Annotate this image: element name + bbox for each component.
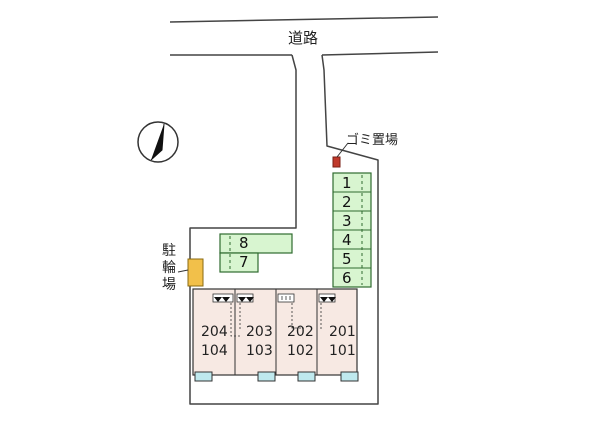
parking-space-5: 5 bbox=[342, 250, 352, 268]
bicycle-label-3: 場 bbox=[162, 277, 176, 293]
parking-left-block bbox=[219, 233, 293, 273]
unit-102: 102 bbox=[287, 343, 314, 359]
bicycle-parking bbox=[187, 258, 204, 287]
parking-space-2: 2 bbox=[342, 193, 352, 211]
unit-204: 204 bbox=[201, 324, 228, 340]
garbage-leader-line bbox=[336, 142, 349, 158]
unit-101: 101 bbox=[329, 343, 356, 359]
parking-space-4: 4 bbox=[342, 231, 352, 249]
unit-103: 103 bbox=[246, 343, 273, 359]
building bbox=[192, 288, 358, 376]
site-boundary bbox=[189, 54, 379, 405]
entrance-fixture-204 bbox=[212, 293, 241, 337]
parking-right-column bbox=[332, 172, 372, 288]
entrance-fixture-201 bbox=[318, 293, 336, 330]
road-label: 道路 bbox=[288, 29, 319, 47]
parking-space-1: 1 bbox=[342, 174, 352, 192]
unit-201: 201 bbox=[329, 324, 356, 340]
bicycle-label-1: 駐 bbox=[162, 243, 176, 259]
step-103 bbox=[257, 371, 276, 382]
unit-203: 203 bbox=[246, 324, 273, 340]
garbage-area bbox=[332, 156, 341, 168]
parking-space-3: 3 bbox=[342, 212, 352, 230]
bicycle-leader-line bbox=[177, 269, 189, 273]
parking-space-6: 6 bbox=[342, 269, 352, 287]
unit-104: 104 bbox=[201, 343, 228, 359]
entrance-fixture-202 bbox=[277, 293, 304, 329]
bicycle-label-2: 輪 bbox=[162, 260, 176, 276]
north-arrow-icon bbox=[137, 121, 179, 163]
step-104 bbox=[194, 371, 213, 382]
parking-space-8: 8 bbox=[239, 234, 249, 252]
entrance-fixture-203 bbox=[236, 293, 254, 330]
road-line-bottom-right bbox=[321, 51, 439, 56]
road-line-top bbox=[169, 16, 439, 23]
parking-space-7: 7 bbox=[239, 253, 249, 271]
step-101 bbox=[340, 371, 359, 382]
unit-202: 202 bbox=[287, 324, 314, 340]
garbage-label: ゴミ置場 bbox=[346, 133, 399, 148]
step-102 bbox=[297, 371, 316, 382]
